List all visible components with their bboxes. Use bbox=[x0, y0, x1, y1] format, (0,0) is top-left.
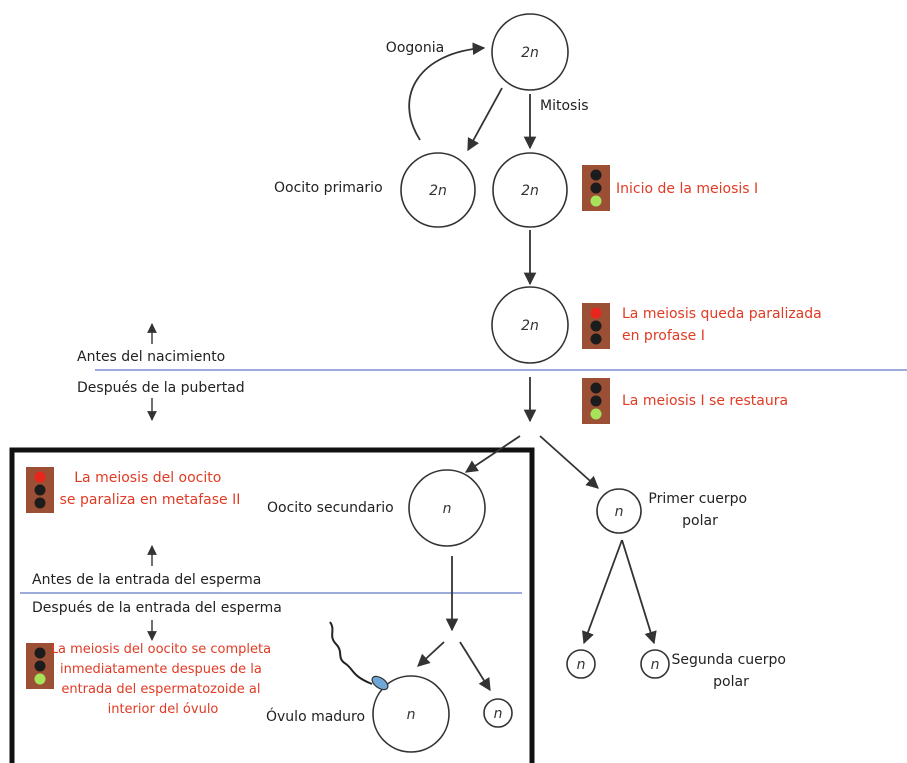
sperm-icon bbox=[329, 621, 389, 691]
note-completa: La meiosis del oocito se completa inmedi… bbox=[51, 642, 275, 717]
traffic-light-completa-icon bbox=[26, 643, 54, 689]
arrow-to-secundario bbox=[464, 435, 521, 473]
label-segunda-cuerpo-polar: Segunda cuerpo polar bbox=[672, 652, 791, 690]
svg-text:2n: 2n bbox=[521, 45, 539, 61]
post-ovulation-frame bbox=[9, 447, 535, 763]
svg-text:2n: 2n bbox=[429, 183, 447, 199]
note-paralizada-profase: La meiosis queda paralizada en profase I bbox=[622, 306, 826, 344]
label-oogonia: Oogonia bbox=[386, 40, 444, 56]
arrow-to-ovulo bbox=[417, 641, 445, 667]
cell-oocito-arrested: 2n bbox=[491, 286, 569, 364]
traffic-light-profase-icon bbox=[582, 303, 610, 349]
label-oocito-primario: Oocito primario bbox=[274, 180, 383, 196]
label-antes-nacimiento: Antes del nacimiento bbox=[77, 349, 225, 365]
arrow-to-primer-cuerpo bbox=[539, 435, 599, 489]
label-oocito-secundario: Oocito secundario bbox=[267, 500, 394, 516]
cell-oocito-secundario: n bbox=[408, 469, 486, 547]
cell-oocito-primario-a: 2n bbox=[400, 152, 476, 228]
traffic-light-inicio-icon bbox=[582, 165, 610, 211]
svg-text:n: n bbox=[494, 706, 503, 722]
traffic-light-restaura-icon bbox=[582, 378, 610, 424]
svg-text:n: n bbox=[615, 504, 624, 520]
arrow-to-segunda-a bbox=[582, 539, 623, 645]
arrow-to-segunda-b bbox=[621, 539, 657, 645]
cell-oocito-primario-b: 2n bbox=[492, 152, 568, 228]
arrow-to-polar-small bbox=[459, 641, 491, 692]
cell-polar-small: n bbox=[483, 698, 513, 728]
label-mitosis: Mitosis bbox=[540, 98, 589, 114]
label-despues-pubertad: Después de la pubertad bbox=[77, 380, 245, 396]
cell-oogonia: 2n bbox=[491, 13, 569, 91]
oogonia-loop-arrow bbox=[408, 42, 486, 141]
svg-text:n: n bbox=[407, 707, 416, 723]
svg-text:2n: 2n bbox=[521, 183, 539, 199]
label-despues-esperma: Después de la entrada del esperma bbox=[32, 600, 282, 616]
label-antes-esperma: Antes de la entrada del esperma bbox=[32, 572, 261, 588]
cell-segunda-cuerpo-a: n bbox=[566, 649, 596, 679]
cell-ovulo-maduro: n bbox=[372, 675, 450, 753]
note-inicio-meiosis: Inicio de la meiosis I bbox=[616, 181, 758, 197]
cell-primer-cuerpo-polar: n bbox=[596, 488, 642, 534]
svg-text:n: n bbox=[577, 657, 586, 673]
svg-text:2n: 2n bbox=[521, 318, 539, 334]
note-metafase: La meiosis del oocito se paraliza en met… bbox=[60, 470, 241, 508]
svg-text:n: n bbox=[443, 501, 452, 517]
svg-text:n: n bbox=[651, 657, 660, 673]
arrow-to-primario-a bbox=[467, 87, 503, 152]
label-primer-cuerpo-polar: Primer cuerpo polar bbox=[648, 491, 751, 529]
note-se-restaura: La meiosis I se restaura bbox=[622, 393, 788, 409]
label-ovulo-maduro: Óvulo maduro bbox=[266, 707, 365, 725]
cell-segunda-cuerpo-b: n bbox=[640, 649, 670, 679]
traffic-light-metafase-icon bbox=[26, 467, 54, 513]
